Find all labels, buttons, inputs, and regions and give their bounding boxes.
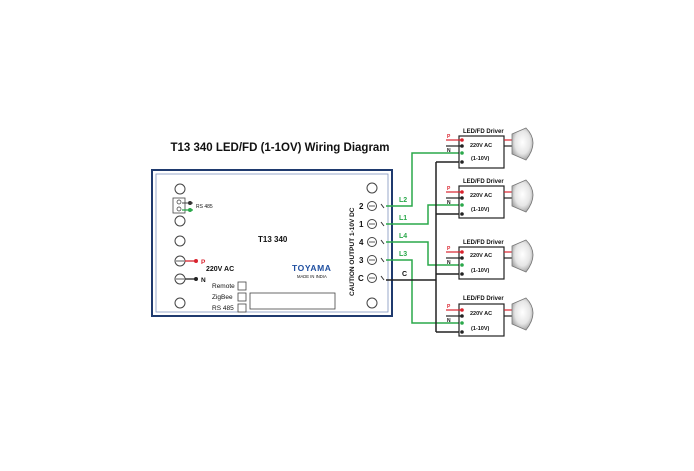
phase-label: P <box>201 259 206 266</box>
indicator-zigbee-label: ZigBee <box>212 294 233 301</box>
brand-subtitle: MADE IN INDIA <box>297 274 327 279</box>
driver-title: LED/FD Driver <box>463 240 504 246</box>
wire-label-l2: L2 <box>399 197 407 204</box>
driver-title: LED/FD Driver <box>463 129 504 135</box>
indicator-rs485-label: RS 485 <box>212 305 234 312</box>
driver-title: LED/FD Driver <box>463 179 504 185</box>
brand-logo: TOYAMA <box>292 263 332 273</box>
driver-ac-label: 220V AC <box>470 253 492 259</box>
driver-dim-label: (1-10V) <box>471 156 490 162</box>
driver-ac-label: 220V AC <box>470 193 492 199</box>
driver-n-label: N <box>447 260 451 266</box>
power-label: 220V AC <box>206 266 234 273</box>
caution-label: CAUTION OUTPUT 1-10V DC <box>349 207 356 296</box>
led-driver-2: LED/FD Driver P N 220V AC (1-10V) <box>446 179 534 219</box>
indicator-remote <box>237 281 247 291</box>
terminal-4-label: 4 <box>359 238 364 247</box>
diagram-title: T13 340 LED/FD (1-1OV) Wiring Diagram <box>170 142 390 154</box>
output-wires <box>386 152 463 333</box>
led-bulb-icon <box>511 127 534 161</box>
wire-label-l4: L4 <box>399 233 407 240</box>
wire-label-l3: L3 <box>399 251 407 258</box>
indicator-rs485 <box>237 303 247 313</box>
terminal-1-label: 1 <box>359 220 364 229</box>
driver-title: LED/FD Driver <box>463 296 504 302</box>
wire-label-l1: L1 <box>399 215 407 222</box>
terminal-c-label: C <box>358 274 364 283</box>
display-window <box>249 292 336 310</box>
indicator-zigbee <box>237 292 247 302</box>
driver-n-label: N <box>447 200 451 206</box>
model-label: T13 340 <box>258 235 288 244</box>
indicator-remote-label: Remote <box>212 283 235 290</box>
wire-label-c: C <box>402 271 407 278</box>
terminal-2-label: 2 <box>359 202 364 211</box>
driver-dim-label: (1-10V) <box>471 326 490 332</box>
driver-dim-label: (1-10V) <box>471 207 490 213</box>
driver-p-label: P <box>447 246 451 252</box>
mount-hole <box>366 182 378 194</box>
driver-n-label: N <box>447 148 451 154</box>
driver-ac-label: 220V AC <box>470 143 492 149</box>
led-driver-3: LED/FD Driver P N 220V AC (1-10V) <box>446 239 534 280</box>
mount-hole <box>174 297 186 309</box>
mount-hole <box>174 215 186 227</box>
mount-hole <box>366 297 378 309</box>
led-driver-1: LED/FD Driver P N 220V AC (1-10V) <box>446 127 534 169</box>
driver-p-label: P <box>447 134 451 140</box>
neutral-label: N <box>201 277 206 284</box>
led-bulb-icon <box>511 179 534 213</box>
driver-dim-label: (1-10V) <box>471 268 490 274</box>
output-terminals: 2 1 4 3 C <box>358 201 385 283</box>
rs485-connector <box>172 197 186 214</box>
mount-hole <box>174 235 186 247</box>
driver-n-label: N <box>447 318 451 324</box>
terminal-3-label: 3 <box>359 256 364 265</box>
driver-ac-label: 220V AC <box>470 311 492 317</box>
led-bulb-icon <box>511 239 534 273</box>
led-driver-4: LED/FD Driver P N 220V AC (1-10V) <box>446 296 534 337</box>
rs485-small-label: RS 485 <box>196 204 213 210</box>
mount-hole <box>174 183 186 195</box>
controller-device: RS 485 P N 220V AC T13 340 TOYAMA MADE I… <box>151 169 393 317</box>
driver-p-label: P <box>447 186 451 192</box>
driver-p-label: P <box>447 304 451 310</box>
led-bulb-icon <box>511 297 534 331</box>
